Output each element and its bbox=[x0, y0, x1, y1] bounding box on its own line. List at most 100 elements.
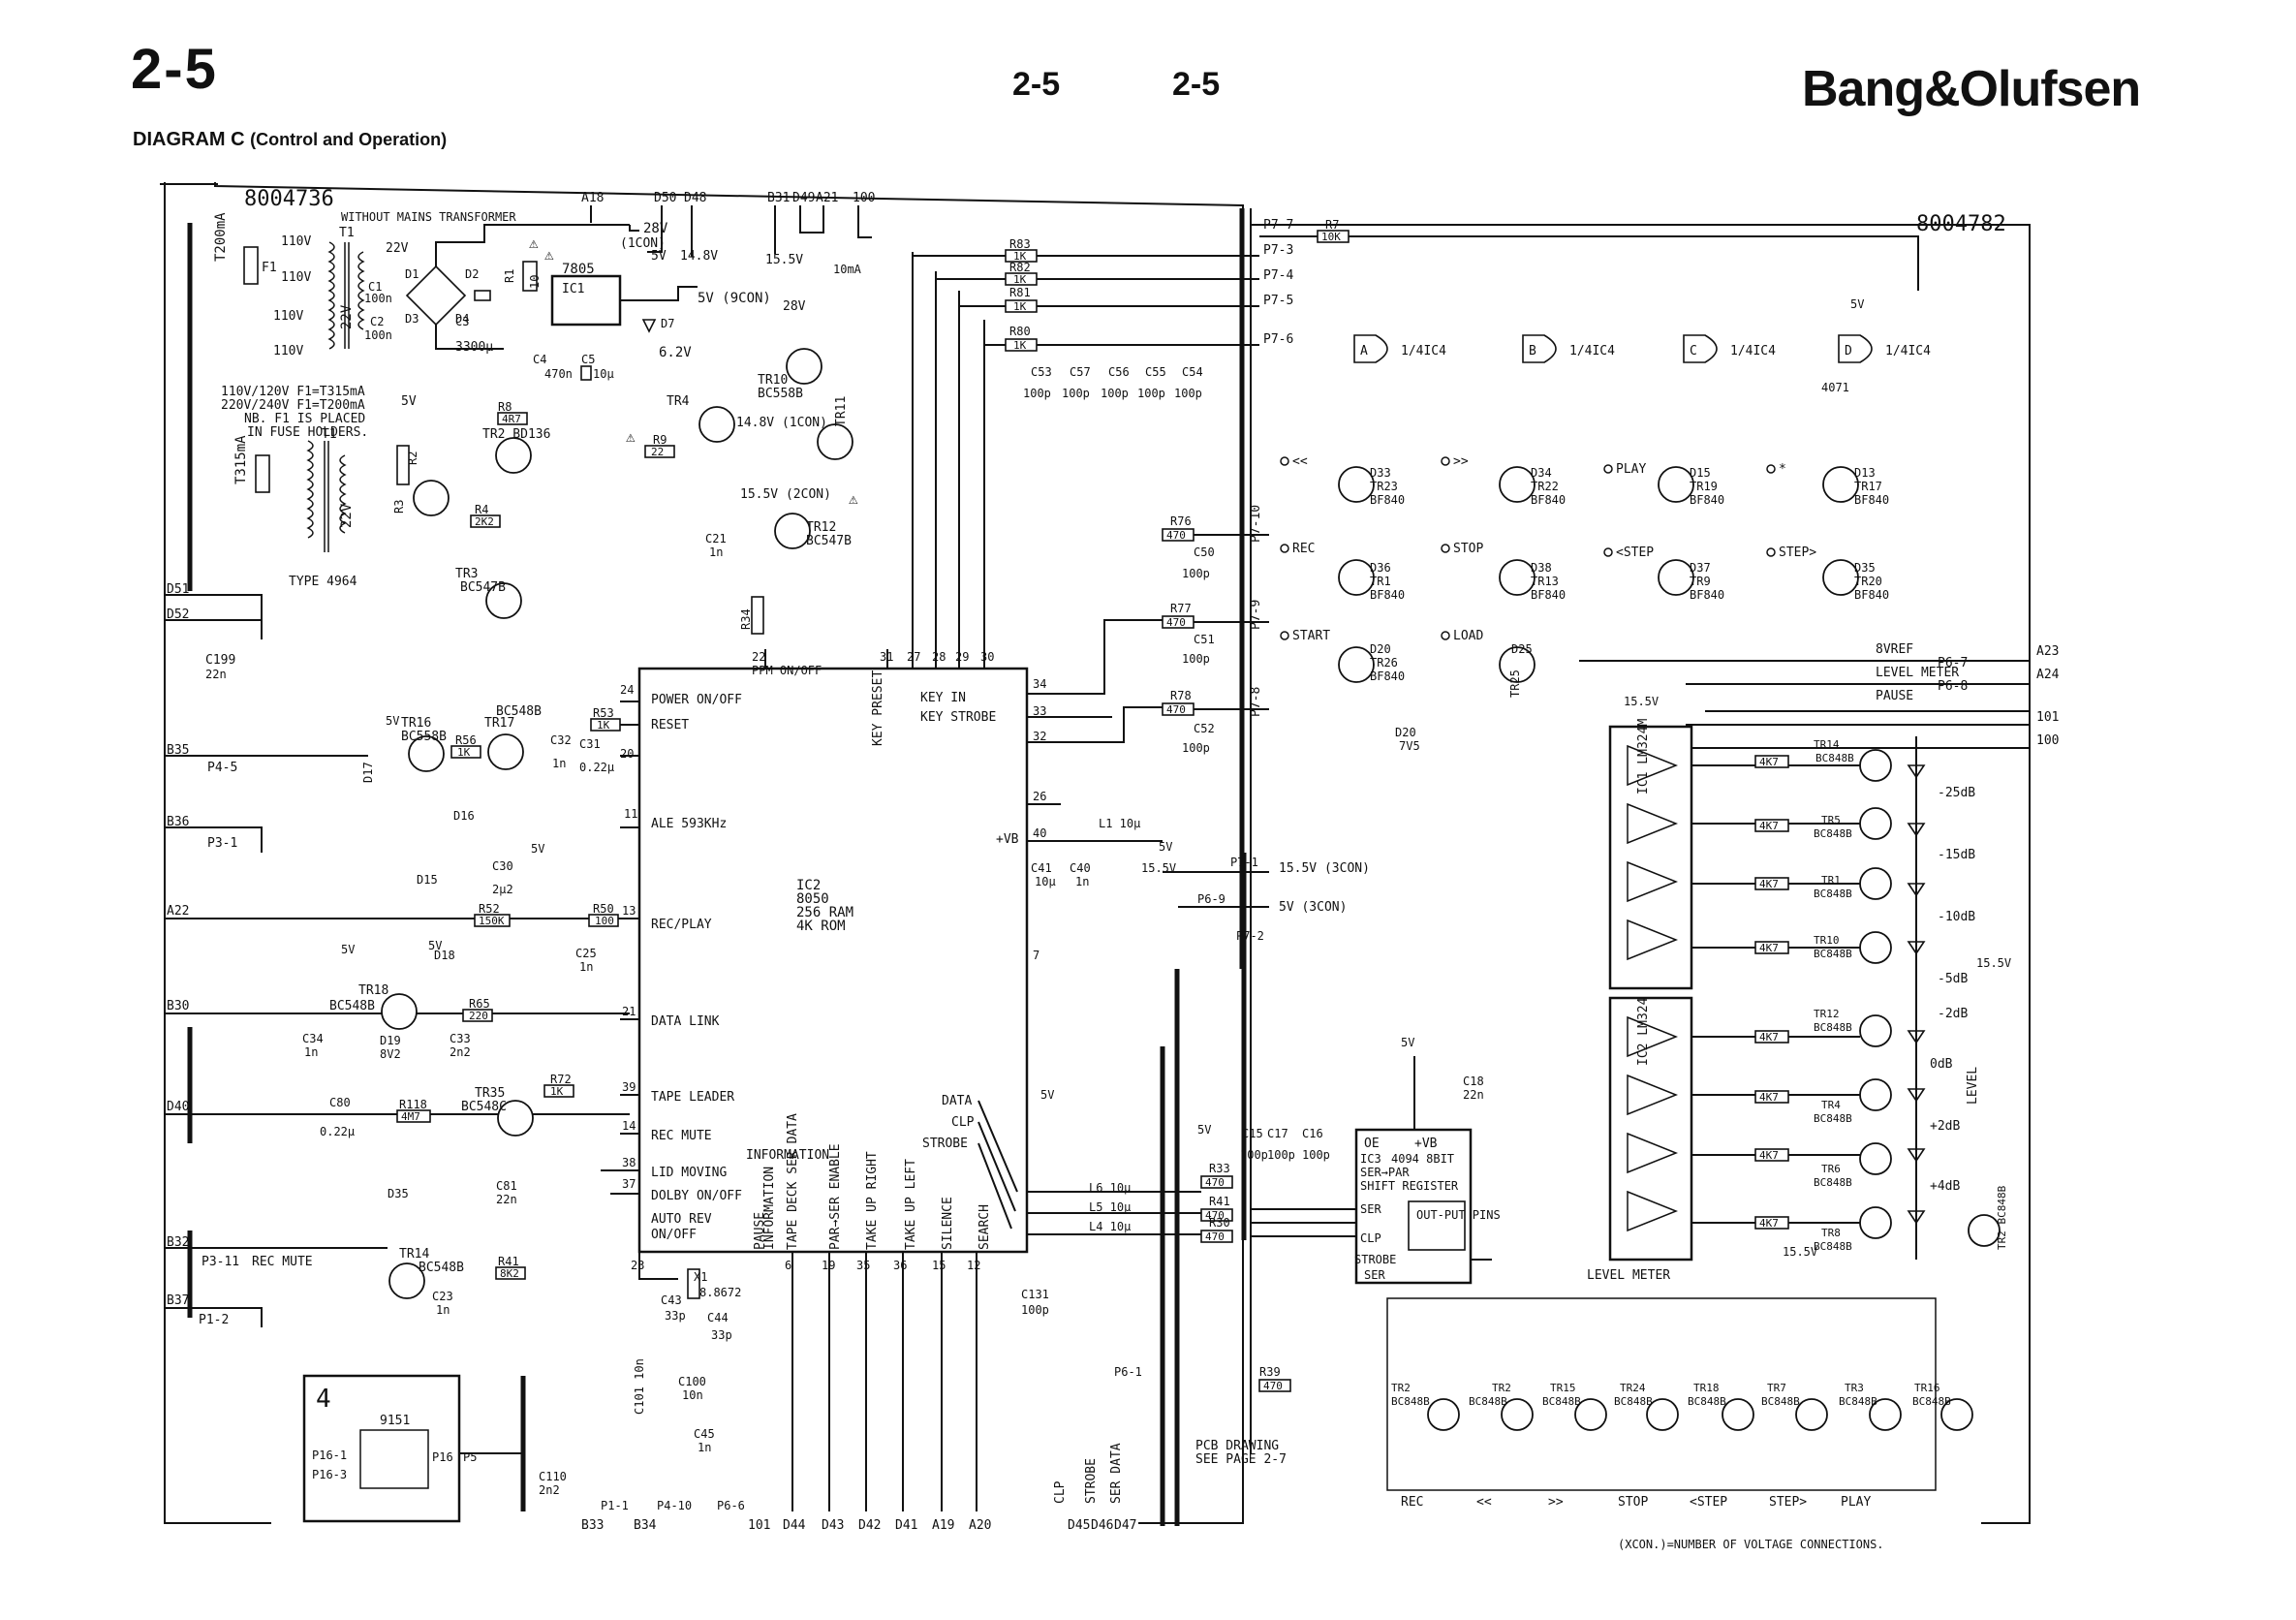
svg-text:100p: 100p bbox=[1023, 387, 1051, 400]
svg-text:TR2: TR2 bbox=[1492, 1382, 1511, 1394]
fuse-label: T200mA bbox=[213, 212, 229, 262]
svg-text:D4: D4 bbox=[455, 312, 469, 326]
svg-text:TAPE DECK SER DATA: TAPE DECK SER DATA bbox=[786, 1113, 800, 1250]
svg-text:470: 470 bbox=[1166, 703, 1186, 716]
diagram-title: DIAGRAM C (Control and Operation) bbox=[133, 129, 447, 151]
svg-text:37: 37 bbox=[622, 1177, 636, 1191]
svg-text:SILENCE: SILENCE bbox=[941, 1197, 955, 1250]
svg-text:C33: C33 bbox=[450, 1032, 471, 1045]
svg-text:5V: 5V bbox=[1040, 1088, 1054, 1102]
svg-text:PLAY: PLAY bbox=[1616, 462, 1646, 477]
svg-text:P6-7: P6-7 bbox=[1938, 656, 1968, 670]
svg-text:LEVEL METER: LEVEL METER bbox=[1876, 666, 1959, 680]
svg-text:C131: C131 bbox=[1021, 1288, 1049, 1301]
svg-text:4M7: 4M7 bbox=[401, 1110, 420, 1123]
svg-text:5V: 5V bbox=[531, 842, 544, 856]
svg-text:P6-8: P6-8 bbox=[1938, 679, 1968, 694]
connector-label: D50 bbox=[654, 191, 676, 205]
svg-text:R30: R30 bbox=[1209, 1216, 1230, 1230]
diagram-subtitle: (Control and Operation) bbox=[250, 130, 448, 149]
svg-text:TR14: TR14 bbox=[399, 1247, 429, 1262]
svg-text:23: 23 bbox=[631, 1259, 644, 1272]
svg-text:4K7: 4K7 bbox=[1759, 820, 1779, 832]
svg-text:C15: C15 bbox=[1242, 1127, 1263, 1140]
svg-text:+VB: +VB bbox=[1414, 1137, 1438, 1151]
svg-text:D42: D42 bbox=[858, 1518, 881, 1533]
svg-text:D15: D15 bbox=[1690, 466, 1711, 480]
svg-text:8V2: 8V2 bbox=[380, 1047, 401, 1061]
svg-text:BC547B: BC547B bbox=[460, 580, 506, 595]
switch-box bbox=[302, 1374, 461, 1523]
svg-text:PAUSE: PAUSE bbox=[1876, 689, 1913, 703]
svg-text:C17: C17 bbox=[1267, 1127, 1288, 1140]
svg-text:TR8: TR8 bbox=[1821, 1227, 1841, 1239]
svg-text:LEVEL: LEVEL bbox=[1966, 1067, 1980, 1105]
svg-text:NB. F1 IS PLACED: NB. F1 IS PLACED bbox=[244, 412, 365, 426]
svg-text:CLP: CLP bbox=[1053, 1480, 1068, 1504]
svg-text:LID MOVING: LID MOVING bbox=[651, 1166, 727, 1180]
svg-text:TR3: TR3 bbox=[1845, 1382, 1864, 1394]
svg-text:SER: SER bbox=[1364, 1268, 1385, 1282]
svg-text:ON/OFF: ON/OFF bbox=[651, 1228, 697, 1242]
svg-text:D43: D43 bbox=[822, 1518, 844, 1533]
page-number-mid: 2-5 bbox=[1172, 66, 1221, 103]
svg-text:BC848B: BC848B bbox=[1761, 1395, 1800, 1408]
svg-text:<<: << bbox=[1476, 1495, 1492, 1510]
svg-text:C51: C51 bbox=[1194, 633, 1215, 646]
svg-text:SER: SER bbox=[1360, 1202, 1381, 1216]
svg-text:REC: REC bbox=[1401, 1495, 1423, 1510]
svg-text:36: 36 bbox=[893, 1259, 907, 1272]
svg-text:100p: 100p bbox=[1101, 387, 1129, 400]
svg-text:PLAY: PLAY bbox=[1841, 1495, 1871, 1510]
svg-text:IC1: IC1 bbox=[562, 282, 584, 296]
svg-text:100: 100 bbox=[595, 915, 614, 927]
svg-text:SHIFT REGISTER: SHIFT REGISTER bbox=[1360, 1179, 1459, 1193]
svg-text:BC558B: BC558B bbox=[401, 730, 447, 744]
svg-text:B35: B35 bbox=[167, 743, 189, 758]
svg-text:D40: D40 bbox=[167, 1100, 189, 1114]
svg-text:1K: 1K bbox=[1013, 273, 1027, 286]
svg-text:R39: R39 bbox=[1259, 1365, 1281, 1379]
ic2-microcontroller: IC2 8050 256 RAM 4K ROM +VB POWER ON/OFF… bbox=[601, 252, 1182, 1511]
svg-text:4: 4 bbox=[316, 1385, 331, 1414]
svg-text:P4-10: P4-10 bbox=[657, 1499, 692, 1512]
svg-text:C16: C16 bbox=[1302, 1127, 1323, 1140]
svg-text:30: 30 bbox=[980, 650, 994, 664]
svg-text:1K: 1K bbox=[550, 1085, 564, 1098]
svg-text:10µ: 10µ bbox=[1035, 875, 1056, 888]
svg-text:TR20: TR20 bbox=[1854, 575, 1882, 588]
svg-text:STEP>: STEP> bbox=[1779, 545, 1816, 560]
svg-text:470: 470 bbox=[1263, 1380, 1283, 1392]
svg-text:8.8672: 8.8672 bbox=[699, 1286, 741, 1299]
svg-text:22n: 22n bbox=[496, 1193, 517, 1206]
svg-text:BC848B: BC848B bbox=[1469, 1395, 1507, 1408]
svg-text:6: 6 bbox=[785, 1259, 791, 1272]
svg-text:BC848B: BC848B bbox=[1839, 1395, 1877, 1408]
svg-text:<STEP: <STEP bbox=[1690, 1495, 1727, 1510]
svg-text:101: 101 bbox=[2036, 710, 2059, 725]
brand-logo: Bang&Olufsen bbox=[1802, 61, 2141, 117]
svg-text:D18: D18 bbox=[434, 949, 455, 962]
svg-text:TR7: TR7 bbox=[1767, 1382, 1786, 1394]
svg-text:TR16: TR16 bbox=[1914, 1382, 1940, 1394]
svg-text:100p: 100p bbox=[1062, 387, 1090, 400]
svg-text:C54: C54 bbox=[1182, 365, 1203, 379]
svg-text:C34: C34 bbox=[302, 1032, 324, 1045]
svg-text:BC848B: BC848B bbox=[1614, 1395, 1653, 1408]
svg-text:TR3: TR3 bbox=[455, 567, 478, 581]
svg-text:<STEP: <STEP bbox=[1616, 545, 1654, 560]
svg-text:12: 12 bbox=[967, 1259, 980, 1272]
svg-text:C81: C81 bbox=[496, 1179, 517, 1193]
svg-text:8K2: 8K2 bbox=[500, 1267, 519, 1280]
svg-text:P7-3: P7-3 bbox=[1263, 243, 1293, 258]
svg-text:1n: 1n bbox=[1075, 875, 1089, 888]
svg-text:10mA: 10mA bbox=[833, 263, 862, 276]
svg-text:D36: D36 bbox=[1370, 561, 1391, 575]
diagram-title-text: DIAGRAM C bbox=[133, 129, 245, 150]
svg-text:1n: 1n bbox=[579, 960, 593, 974]
svg-text:BC558B: BC558B bbox=[758, 387, 803, 401]
svg-text:PAUSE: PAUSE bbox=[753, 1212, 767, 1250]
svg-text:REC/PLAY: REC/PLAY bbox=[651, 918, 712, 932]
